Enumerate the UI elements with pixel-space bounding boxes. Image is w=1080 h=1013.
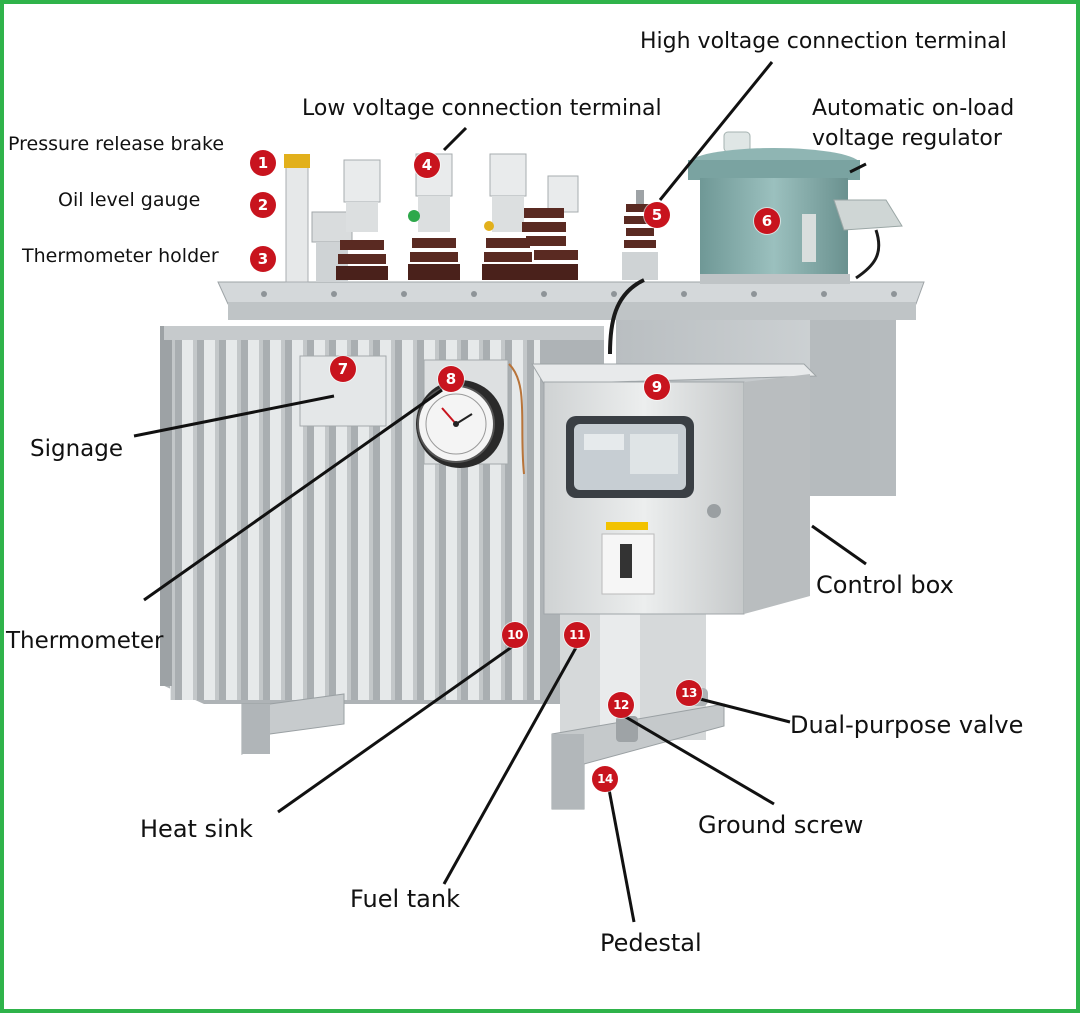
label-high-voltage-terminal: High voltage connection terminal <box>640 29 1007 54</box>
label-oil-level-gauge: Oil level gauge <box>58 189 201 211</box>
thermometer-gauge <box>416 380 504 468</box>
label-thermometer: Thermometer <box>6 628 164 654</box>
label-heat-sink: Heat sink <box>140 815 253 843</box>
label-low-voltage-terminal: Low voltage connection terminal <box>302 96 662 121</box>
badge-8: 8 <box>438 366 464 392</box>
pressure-release-device <box>284 154 310 283</box>
badge-2: 2 <box>250 192 276 218</box>
label-pressure-release-brake: Pressure release brake <box>8 133 225 155</box>
label-pedestal: Pedestal <box>600 929 702 957</box>
badge-14: 14 <box>592 766 618 792</box>
low-voltage-bushings <box>336 153 579 280</box>
label-thermometer-holder: Thermometer holder <box>22 245 219 267</box>
label-signage: Signage <box>30 436 124 462</box>
label-regulator-line-1: Automatic on-load <box>812 96 1015 121</box>
badge-13: 13 <box>676 680 702 706</box>
transformer-illustration <box>133 61 925 923</box>
badge-4: 4 <box>414 152 440 178</box>
label-ground-screw: Ground screw <box>698 811 864 839</box>
high-voltage-bushing <box>608 190 658 355</box>
badge-11: 11 <box>564 622 590 648</box>
main-tank <box>160 326 604 704</box>
badge-9: 9 <box>644 374 670 400</box>
label-dual-purpose-valve: Dual-purpose valve <box>790 711 1024 739</box>
badge-7: 7 <box>330 356 356 382</box>
label-regulator-line-2: voltage regulator <box>812 126 1002 151</box>
badge-5: 5 <box>644 202 670 228</box>
control-box-illustration <box>531 363 818 615</box>
badge-1: 1 <box>250 150 276 176</box>
skids <box>241 693 345 755</box>
badge-12: 12 <box>608 692 634 718</box>
badge-3: 3 <box>250 246 276 272</box>
label-fuel-tank: Fuel tank <box>350 885 460 913</box>
voltage-regulator <box>688 131 903 284</box>
badge-10: 10 <box>502 622 528 648</box>
label-control-box: Control box <box>816 571 954 599</box>
leader-lines <box>133 61 867 923</box>
top-cover <box>217 281 925 320</box>
badge-6: 6 <box>754 208 780 234</box>
